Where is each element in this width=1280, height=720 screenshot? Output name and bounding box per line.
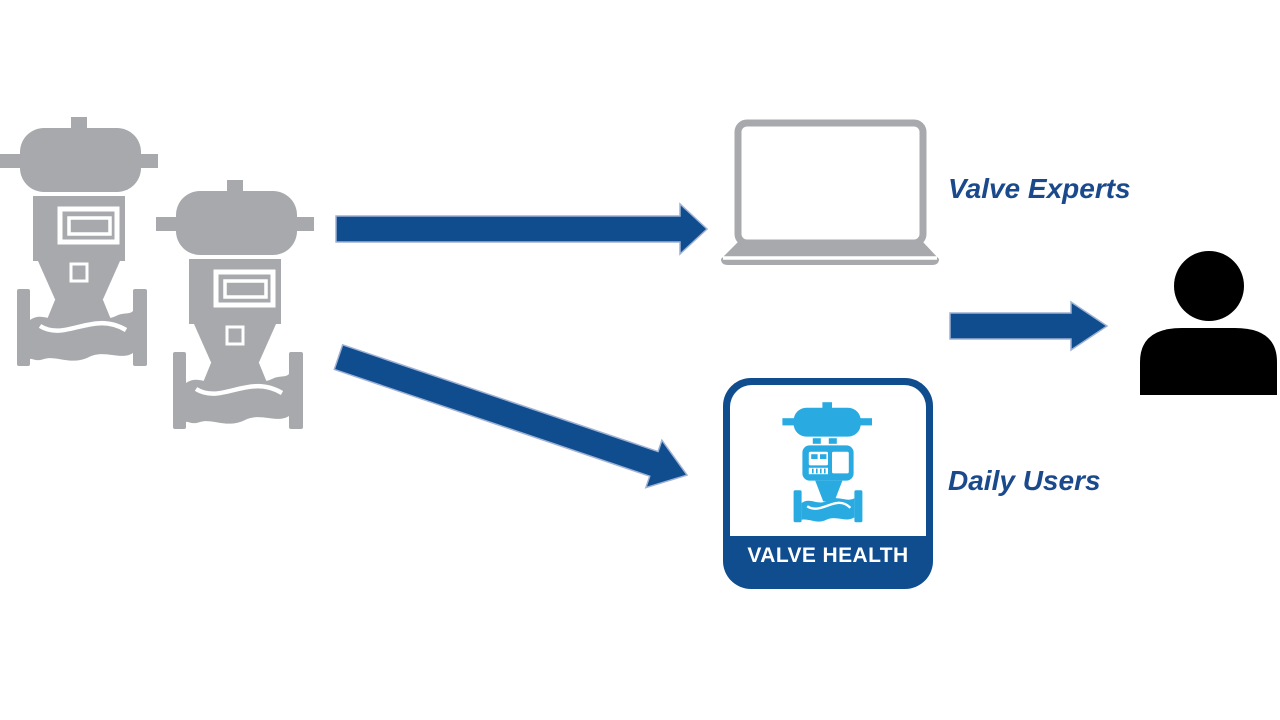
control-valve-icon (0, 114, 158, 370)
app-banner-label: VALVE HEALTH (747, 543, 909, 567)
person-icon (1140, 251, 1277, 395)
valve-health-app-icon: VALVE HEALTH (723, 378, 933, 589)
laptop-icon (721, 119, 939, 265)
arrow-right-icon (335, 202, 709, 256)
valve-experts-label: Valve Experts (948, 173, 1131, 204)
daily-users-label: Daily Users (948, 465, 1101, 496)
control-valve-icon (156, 177, 314, 433)
arrow-diagonal-icon (333, 343, 689, 489)
app-valve-glyph (782, 402, 872, 523)
app-icon-screen (730, 385, 926, 536)
arrow-right-icon (949, 300, 1109, 352)
